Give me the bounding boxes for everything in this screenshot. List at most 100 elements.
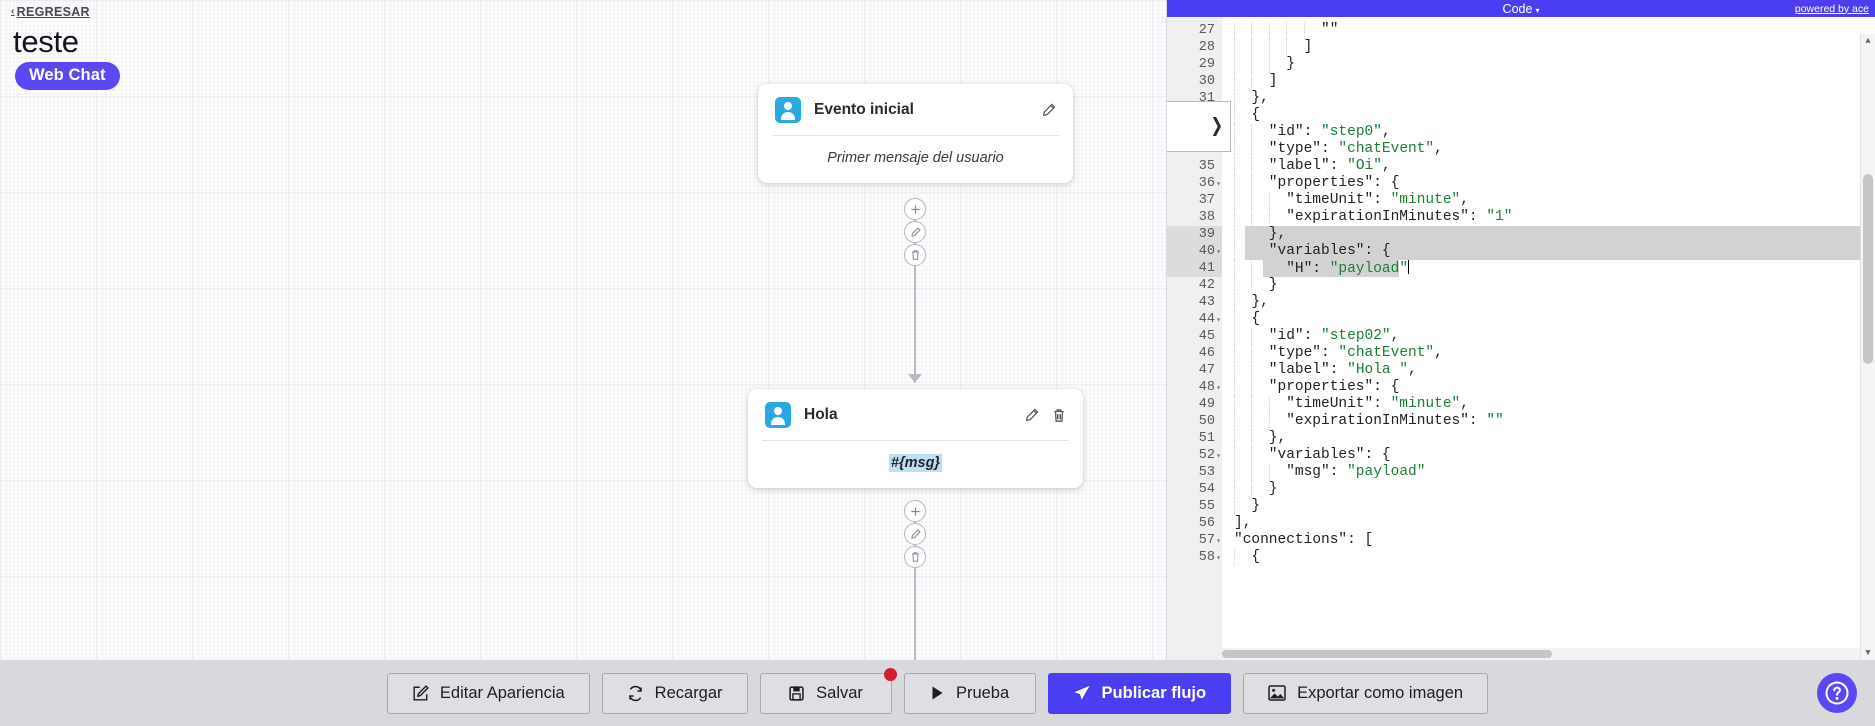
code-line[interactable]: "H": "payload": [1222, 260, 1875, 277]
code-line[interactable]: }: [1222, 56, 1875, 73]
powered-by-ace-link[interactable]: powered by ace: [1794, 2, 1869, 15]
flow-node-evento-inicial[interactable]: Evento inicial Primer mensaje del usuari…: [758, 84, 1073, 183]
gutter-line-number[interactable]: 47: [1198, 363, 1215, 378]
gutter-line-number[interactable]: 49: [1198, 397, 1215, 412]
fold-toggle-icon[interactable]: ▾: [1216, 384, 1221, 393]
code-line[interactable]: {: [1222, 107, 1875, 124]
gutter-line-number[interactable]: 40▾: [1167, 243, 1222, 260]
gutter-line-number[interactable]: 42: [1198, 278, 1215, 293]
gutter-line-number[interactable]: 38: [1198, 210, 1215, 225]
code-line[interactable]: },: [1222, 90, 1875, 107]
gutter-line-number[interactable]: 37: [1198, 193, 1215, 208]
gutter-line-number[interactable]: 57▾: [1198, 533, 1221, 548]
gutter-line-number[interactable]: 52▾: [1198, 448, 1221, 463]
fold-toggle-icon[interactable]: ▾: [1216, 316, 1221, 325]
gutter-line-number[interactable]: 36▾: [1198, 176, 1221, 191]
node-actions[interactable]: [1024, 408, 1066, 423]
code-line[interactable]: ]: [1222, 73, 1875, 90]
back-link[interactable]: ‹ REGRESAR: [11, 5, 90, 19]
code-editor-panel[interactable]: Code▾ powered by ace 272829303132▾333435…: [1166, 0, 1875, 660]
code-line[interactable]: "type": "chatEvent",: [1222, 345, 1875, 362]
toolbar-button-exportar-como-imagen[interactable]: Exportar como imagen: [1243, 672, 1489, 714]
fold-toggle-icon[interactable]: ▾: [1216, 248, 1221, 257]
edit-icon[interactable]: [1024, 408, 1039, 423]
edit-icon[interactable]: [904, 523, 926, 545]
toolbar-button-publicar-flujo[interactable]: Publicar flujo: [1047, 672, 1232, 714]
code-line[interactable]: }: [1222, 481, 1875, 498]
code-line[interactable]: }: [1222, 277, 1875, 294]
scroll-down-icon[interactable]: ▼: [1865, 648, 1871, 658]
gutter-line-number[interactable]: 58▾: [1198, 550, 1221, 565]
add-icon[interactable]: [904, 198, 926, 220]
toolbar-button-prueba[interactable]: Prueba: [903, 672, 1036, 714]
help-button[interactable]: [1817, 673, 1857, 713]
code-line[interactable]: "label": "Hola ",: [1222, 362, 1875, 379]
code-editor-title-menu[interactable]: Code▾: [1503, 2, 1540, 16]
code-vertical-scrollbar[interactable]: ▲ ▼: [1860, 34, 1875, 660]
code-line[interactable]: "id": "step02",: [1222, 328, 1875, 345]
connector-actions-1[interactable]: [904, 198, 926, 267]
edit-icon[interactable]: [1041, 103, 1056, 118]
code-horizontal-scrollbar[interactable]: [1222, 648, 1860, 660]
gutter-line-number[interactable]: 54: [1198, 482, 1215, 497]
scrollbar-thumb-horizontal[interactable]: [1222, 650, 1552, 658]
node-actions[interactable]: [1041, 103, 1056, 118]
fold-toggle-icon[interactable]: ▾: [1216, 537, 1221, 546]
delete-icon[interactable]: [904, 546, 926, 568]
gutter-line-number[interactable]: 39: [1167, 226, 1222, 243]
toolbar-button-salvar[interactable]: Salvar: [759, 667, 897, 714]
code-line[interactable]: "timeUnit": "minute",: [1222, 192, 1875, 209]
gutter-line-number[interactable]: 51: [1198, 431, 1215, 446]
delete-icon[interactable]: [904, 244, 926, 266]
code-line[interactable]: {: [1222, 549, 1875, 566]
gutter-line-number[interactable]: 44▾: [1198, 312, 1221, 327]
gutter-line-number[interactable]: 48▾: [1198, 380, 1221, 395]
code-line[interactable]: "variables": {: [1222, 243, 1875, 260]
code-line[interactable]: },: [1222, 430, 1875, 447]
edit-icon[interactable]: [904, 221, 926, 243]
gutter-line-number[interactable]: 45: [1198, 329, 1215, 344]
code-editor-area[interactable]: 272829303132▾33343536▾37383940▾41424344▾…: [1167, 17, 1875, 660]
code-line[interactable]: "properties": {: [1222, 379, 1875, 396]
gutter-line-number[interactable]: 43: [1198, 295, 1215, 310]
code-line[interactable]: {: [1222, 311, 1875, 328]
code-line[interactable]: "label": "Oi",: [1222, 158, 1875, 175]
gutter-line-number[interactable]: 27: [1198, 23, 1215, 38]
code-line[interactable]: },: [1222, 226, 1875, 243]
code-line[interactable]: ],: [1222, 515, 1875, 532]
scroll-up-icon[interactable]: ▲: [1865, 36, 1871, 46]
code-fold-widget[interactable]: ❯: [1167, 101, 1231, 152]
fold-toggle-icon[interactable]: ▾: [1216, 180, 1221, 189]
gutter-line-number[interactable]: 55: [1198, 499, 1215, 514]
code-line[interactable]: "connections": [: [1222, 532, 1875, 549]
toolbar-button-recargar[interactable]: Recargar: [601, 672, 748, 714]
code-line[interactable]: "expirationInMinutes": "": [1222, 413, 1875, 430]
delete-icon[interactable]: [1052, 408, 1066, 423]
gutter-line-number[interactable]: 56: [1198, 516, 1215, 531]
code-line[interactable]: }: [1222, 498, 1875, 515]
flow-canvas[interactable]: ‹ REGRESAR teste Web Chat Evento inicial: [0, 0, 1166, 660]
fold-toggle-icon[interactable]: ▾: [1216, 554, 1221, 563]
gutter-line-number[interactable]: 35: [1198, 159, 1215, 174]
gutter-line-number[interactable]: 41: [1167, 260, 1222, 277]
gutter-line-number[interactable]: 30: [1198, 74, 1215, 89]
code-line[interactable]: "variables": {: [1222, 447, 1875, 464]
code-line[interactable]: "": [1222, 22, 1875, 39]
connector-actions-2[interactable]: [904, 500, 926, 569]
code-line[interactable]: "properties": {: [1222, 175, 1875, 192]
code-content[interactable]: ""]}]},{"id": "step0","type": "chatEvent…: [1222, 17, 1875, 660]
add-icon[interactable]: [904, 500, 926, 522]
toolbar-button-editar-apariencia[interactable]: Editar Apariencia: [386, 672, 590, 714]
code-line[interactable]: "id": "step0",: [1222, 124, 1875, 141]
code-line[interactable]: },: [1222, 294, 1875, 311]
code-line[interactable]: "msg": "payload": [1222, 464, 1875, 481]
gutter-line-number[interactable]: 53: [1198, 465, 1215, 480]
code-line[interactable]: "type": "chatEvent",: [1222, 141, 1875, 158]
gutter-line-number[interactable]: 28: [1198, 40, 1215, 55]
scrollbar-thumb[interactable]: [1863, 174, 1873, 364]
code-line[interactable]: "expirationInMinutes": "1": [1222, 209, 1875, 226]
code-line[interactable]: "timeUnit": "minute",: [1222, 396, 1875, 413]
fold-toggle-icon[interactable]: ▾: [1216, 452, 1221, 461]
gutter-line-number[interactable]: 46: [1198, 346, 1215, 361]
gutter-line-number[interactable]: 29: [1198, 57, 1215, 72]
